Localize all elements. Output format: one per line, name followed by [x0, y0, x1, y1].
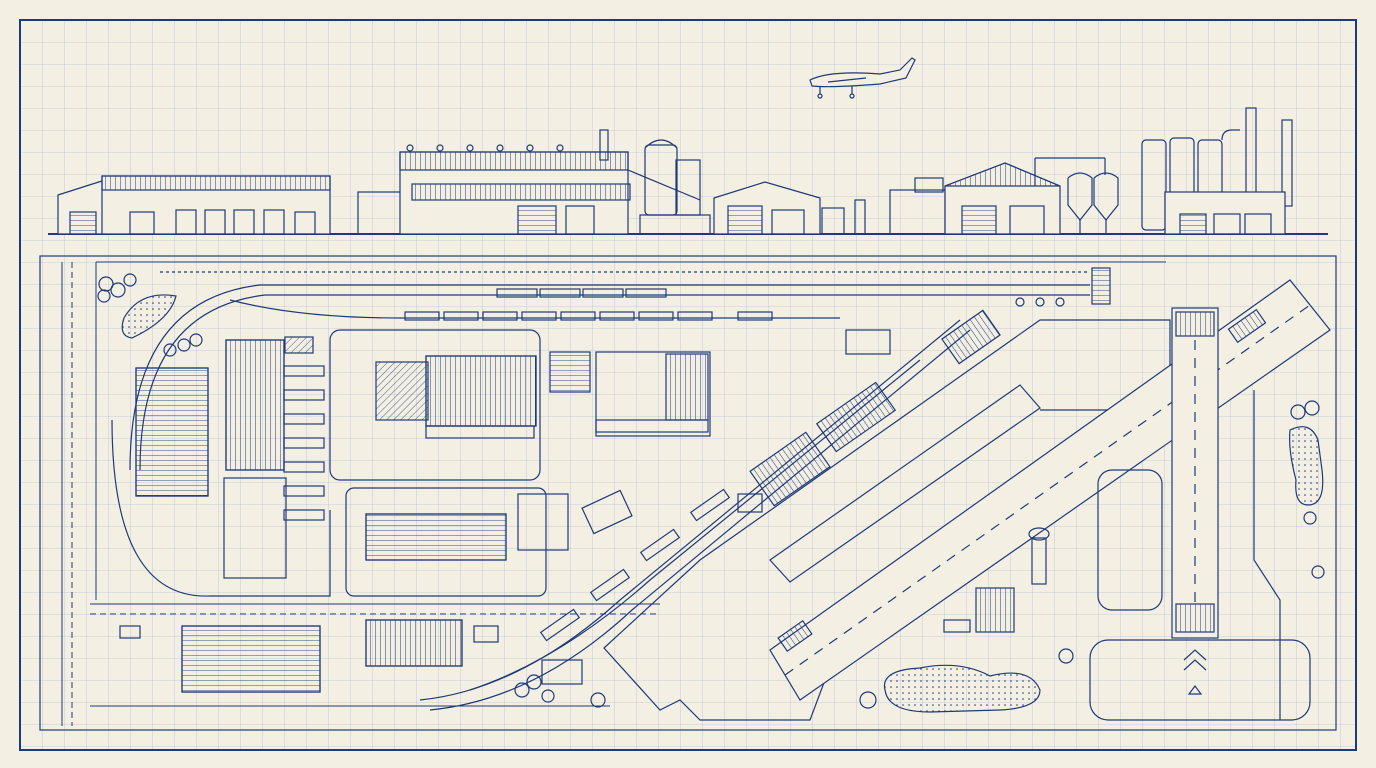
building-small-garage — [713, 181, 866, 235]
building-processing-plant — [357, 129, 631, 235]
warehouse-blocks-bottom — [119, 619, 499, 693]
trees — [97, 273, 1325, 709]
building-grain-silo — [627, 139, 711, 235]
perimeter-roads — [61, 261, 1166, 726]
warehouse-blocks-middle — [345, 487, 633, 597]
plane-icon — [809, 57, 916, 99]
taxiways-right — [1089, 390, 1311, 721]
factory-complex — [111, 333, 331, 597]
runway-vertical — [1171, 307, 1219, 695]
outer-frame — [19, 19, 1357, 751]
control-tower — [943, 527, 1050, 633]
building-factory-sawtooth — [889, 157, 1106, 235]
hangars — [737, 309, 1001, 513]
pond — [121, 294, 1324, 713]
site-plan — [61, 261, 1331, 726]
building-refinery — [1141, 107, 1293, 235]
plan-frame — [39, 255, 1337, 731]
building-warehouse-left — [57, 175, 331, 235]
skyline — [48, 57, 1328, 235]
building-twin-silos — [1067, 172, 1119, 234]
warehouse-block-top — [329, 329, 711, 481]
